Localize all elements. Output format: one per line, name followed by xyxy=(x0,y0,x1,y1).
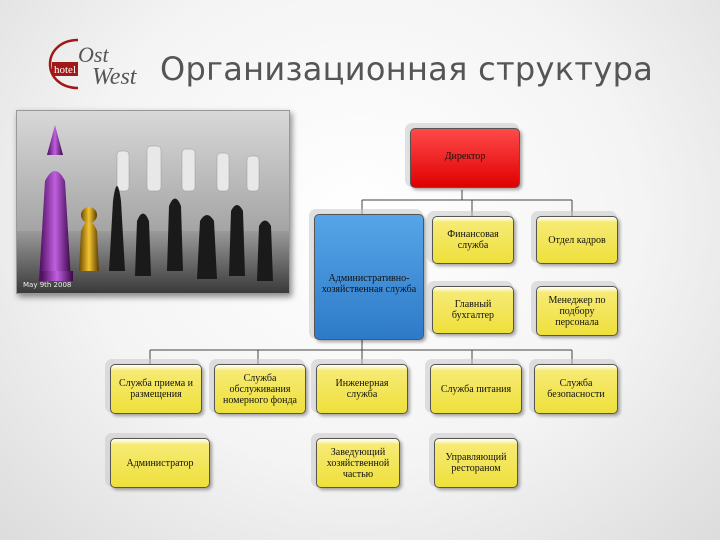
logo-top-text: Ost xyxy=(78,42,109,67)
org-node-label: Администратор xyxy=(126,457,194,469)
org-node-restaurant-manager: Управляющий рестораном xyxy=(434,438,518,488)
logo-bottom-text: West xyxy=(92,64,138,90)
org-node-label: Отдел кадров xyxy=(548,234,606,246)
org-node-label: Административно-хозяйственная служба xyxy=(321,273,417,295)
org-node-label: Главный бухгалтер xyxy=(451,299,495,321)
org-node-maintenance-head: Заведующий хозяйственной частью xyxy=(316,438,400,488)
logo-badge: hotel xyxy=(54,64,76,76)
chess-photo: May 9th 2008 xyxy=(16,110,290,294)
org-node-label: Директор xyxy=(444,151,486,162)
org-node-recruiter: Менеджер по подбору персонала xyxy=(536,286,618,336)
org-node-label: Управляющий рестораном xyxy=(445,452,507,474)
org-node-director: Директор xyxy=(410,128,520,188)
org-node-admin-service: Административно-хозяйственная служба xyxy=(314,214,424,340)
org-node-catering: Служба питания xyxy=(430,364,522,414)
org-node-label: Инженерная служба xyxy=(335,378,389,400)
org-node-security: Служба безопасности xyxy=(534,364,618,414)
org-node-label: Финансовая служба xyxy=(447,229,499,251)
org-node-administrator: Администратор xyxy=(110,438,210,488)
org-node-label: Служба питания xyxy=(440,383,512,395)
org-node-reception: Служба приема и размещения xyxy=(110,364,202,414)
page-title: Организационная структура xyxy=(160,50,654,88)
org-node-housekeeping: Служба обслуживания номерного фонда xyxy=(214,364,306,414)
org-node-label: Служба приема и размещения xyxy=(118,378,194,400)
org-node-label: Менеджер по подбору персонала xyxy=(548,294,606,328)
org-node-chief-accountant: Главный бухгалтер xyxy=(432,286,514,334)
org-node-engineering: Инженерная служба xyxy=(316,364,408,414)
org-node-label: Служба безопасности xyxy=(547,378,605,400)
org-node-label: Заведующий хозяйственной частью xyxy=(326,446,390,480)
org-node-finance: Финансовая служба xyxy=(432,216,514,264)
org-node-label: Служба обслуживания номерного фонда xyxy=(223,372,297,406)
org-node-hr: Отдел кадров xyxy=(536,216,618,264)
hotel-logo: hotel Ost West xyxy=(48,36,152,92)
photo-watermark: May 9th 2008 xyxy=(23,281,71,289)
